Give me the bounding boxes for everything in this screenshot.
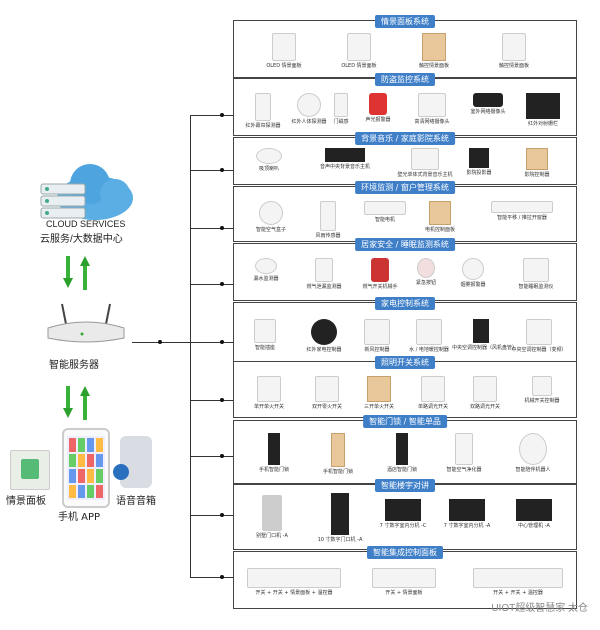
product-item: OLED 情景面板 — [254, 33, 314, 69]
section-title: 居家安全 / 睡眠监测系统 — [355, 238, 455, 251]
speaker-label: 语音音箱 — [116, 496, 156, 507]
panel-label: 情景面板 — [6, 496, 46, 507]
section-title: 环境监测 / 窗户管理系统 — [355, 181, 455, 194]
section-title: 照明开关系统 — [375, 356, 435, 369]
scene-panel-image — [10, 450, 50, 490]
cloud-subtitle: 云服务/大数据中心 — [40, 234, 123, 245]
router-icon — [47, 303, 125, 343]
product-item: 触控情景面板 — [484, 33, 544, 69]
server-label: 智能服务器 — [49, 360, 99, 371]
cloud-title: CLOUD SERVICES — [46, 219, 126, 229]
section-title: 智能集成控制面板 — [367, 546, 443, 559]
product-item: OLED 情景面板 — [329, 33, 389, 69]
section-home-safety: 居家安全 / 睡眠监测系统 漏水监测器 燃气泄漏监测器 燃气开关机械手 紧急按钮… — [233, 238, 577, 301]
section-title: 智能门锁 / 智能单品 — [363, 415, 447, 428]
section-title: 情景面板系统 — [375, 15, 435, 28]
app-label: 手机 APP — [58, 512, 101, 523]
section-security: 防盗监控系统 红外幕帘探测器 红外人体探测器 门磁感 声光报警器 高清网络摄像头… — [233, 73, 577, 136]
section-title: 智能楼宇对讲 — [375, 479, 435, 492]
phone-image — [62, 428, 110, 508]
section-environment: 环境监测 / 窗户管理系统 智能空气盒子 风雨传感器 智能电机 电机控制面板 智… — [233, 181, 577, 242]
speaker-image — [120, 436, 152, 488]
watermark: UIOT超级智慧家 太仓 — [491, 603, 588, 614]
section-smart-locks: 智能门锁 / 智能单品 手机智能门锁 手机智能门锁 酒店智能门锁 智能空气净化器… — [233, 415, 577, 484]
section-background-music: 背景音乐 / 家庭影院系统 吸顶喇叭 音声中央背景音乐主机 壁光单体式背景音乐主… — [233, 132, 577, 185]
section-scene-panel: 情景面板系统 OLED 情景面板 OLED 情景面板 触控情景面板 触控情景面板 — [233, 15, 577, 78]
section-title: 防盗监控系统 — [375, 73, 435, 86]
cloud-icon — [40, 164, 133, 220]
section-intercom: 智能楼宇对讲 别墅门口机 -A 10 寸数字门口机 -A 7 寸数字室内分机 -… — [233, 479, 577, 550]
section-integrated-panel: 智能集成控制面板 开关 + 开关 + 情景面板 + 温控器 开关 + 情景面板 … — [233, 546, 577, 609]
section-title: 家电控制系统 — [375, 297, 435, 310]
section-title: 背景音乐 / 家庭影院系统 — [355, 132, 455, 145]
section-lighting: 照明开关系统 单开单火开关 双开零火开关 三开单火开关 单路调光开关 双路调光开… — [233, 356, 577, 418]
voice-icon — [113, 464, 129, 480]
product-item: 触控情景面板 — [404, 33, 464, 69]
